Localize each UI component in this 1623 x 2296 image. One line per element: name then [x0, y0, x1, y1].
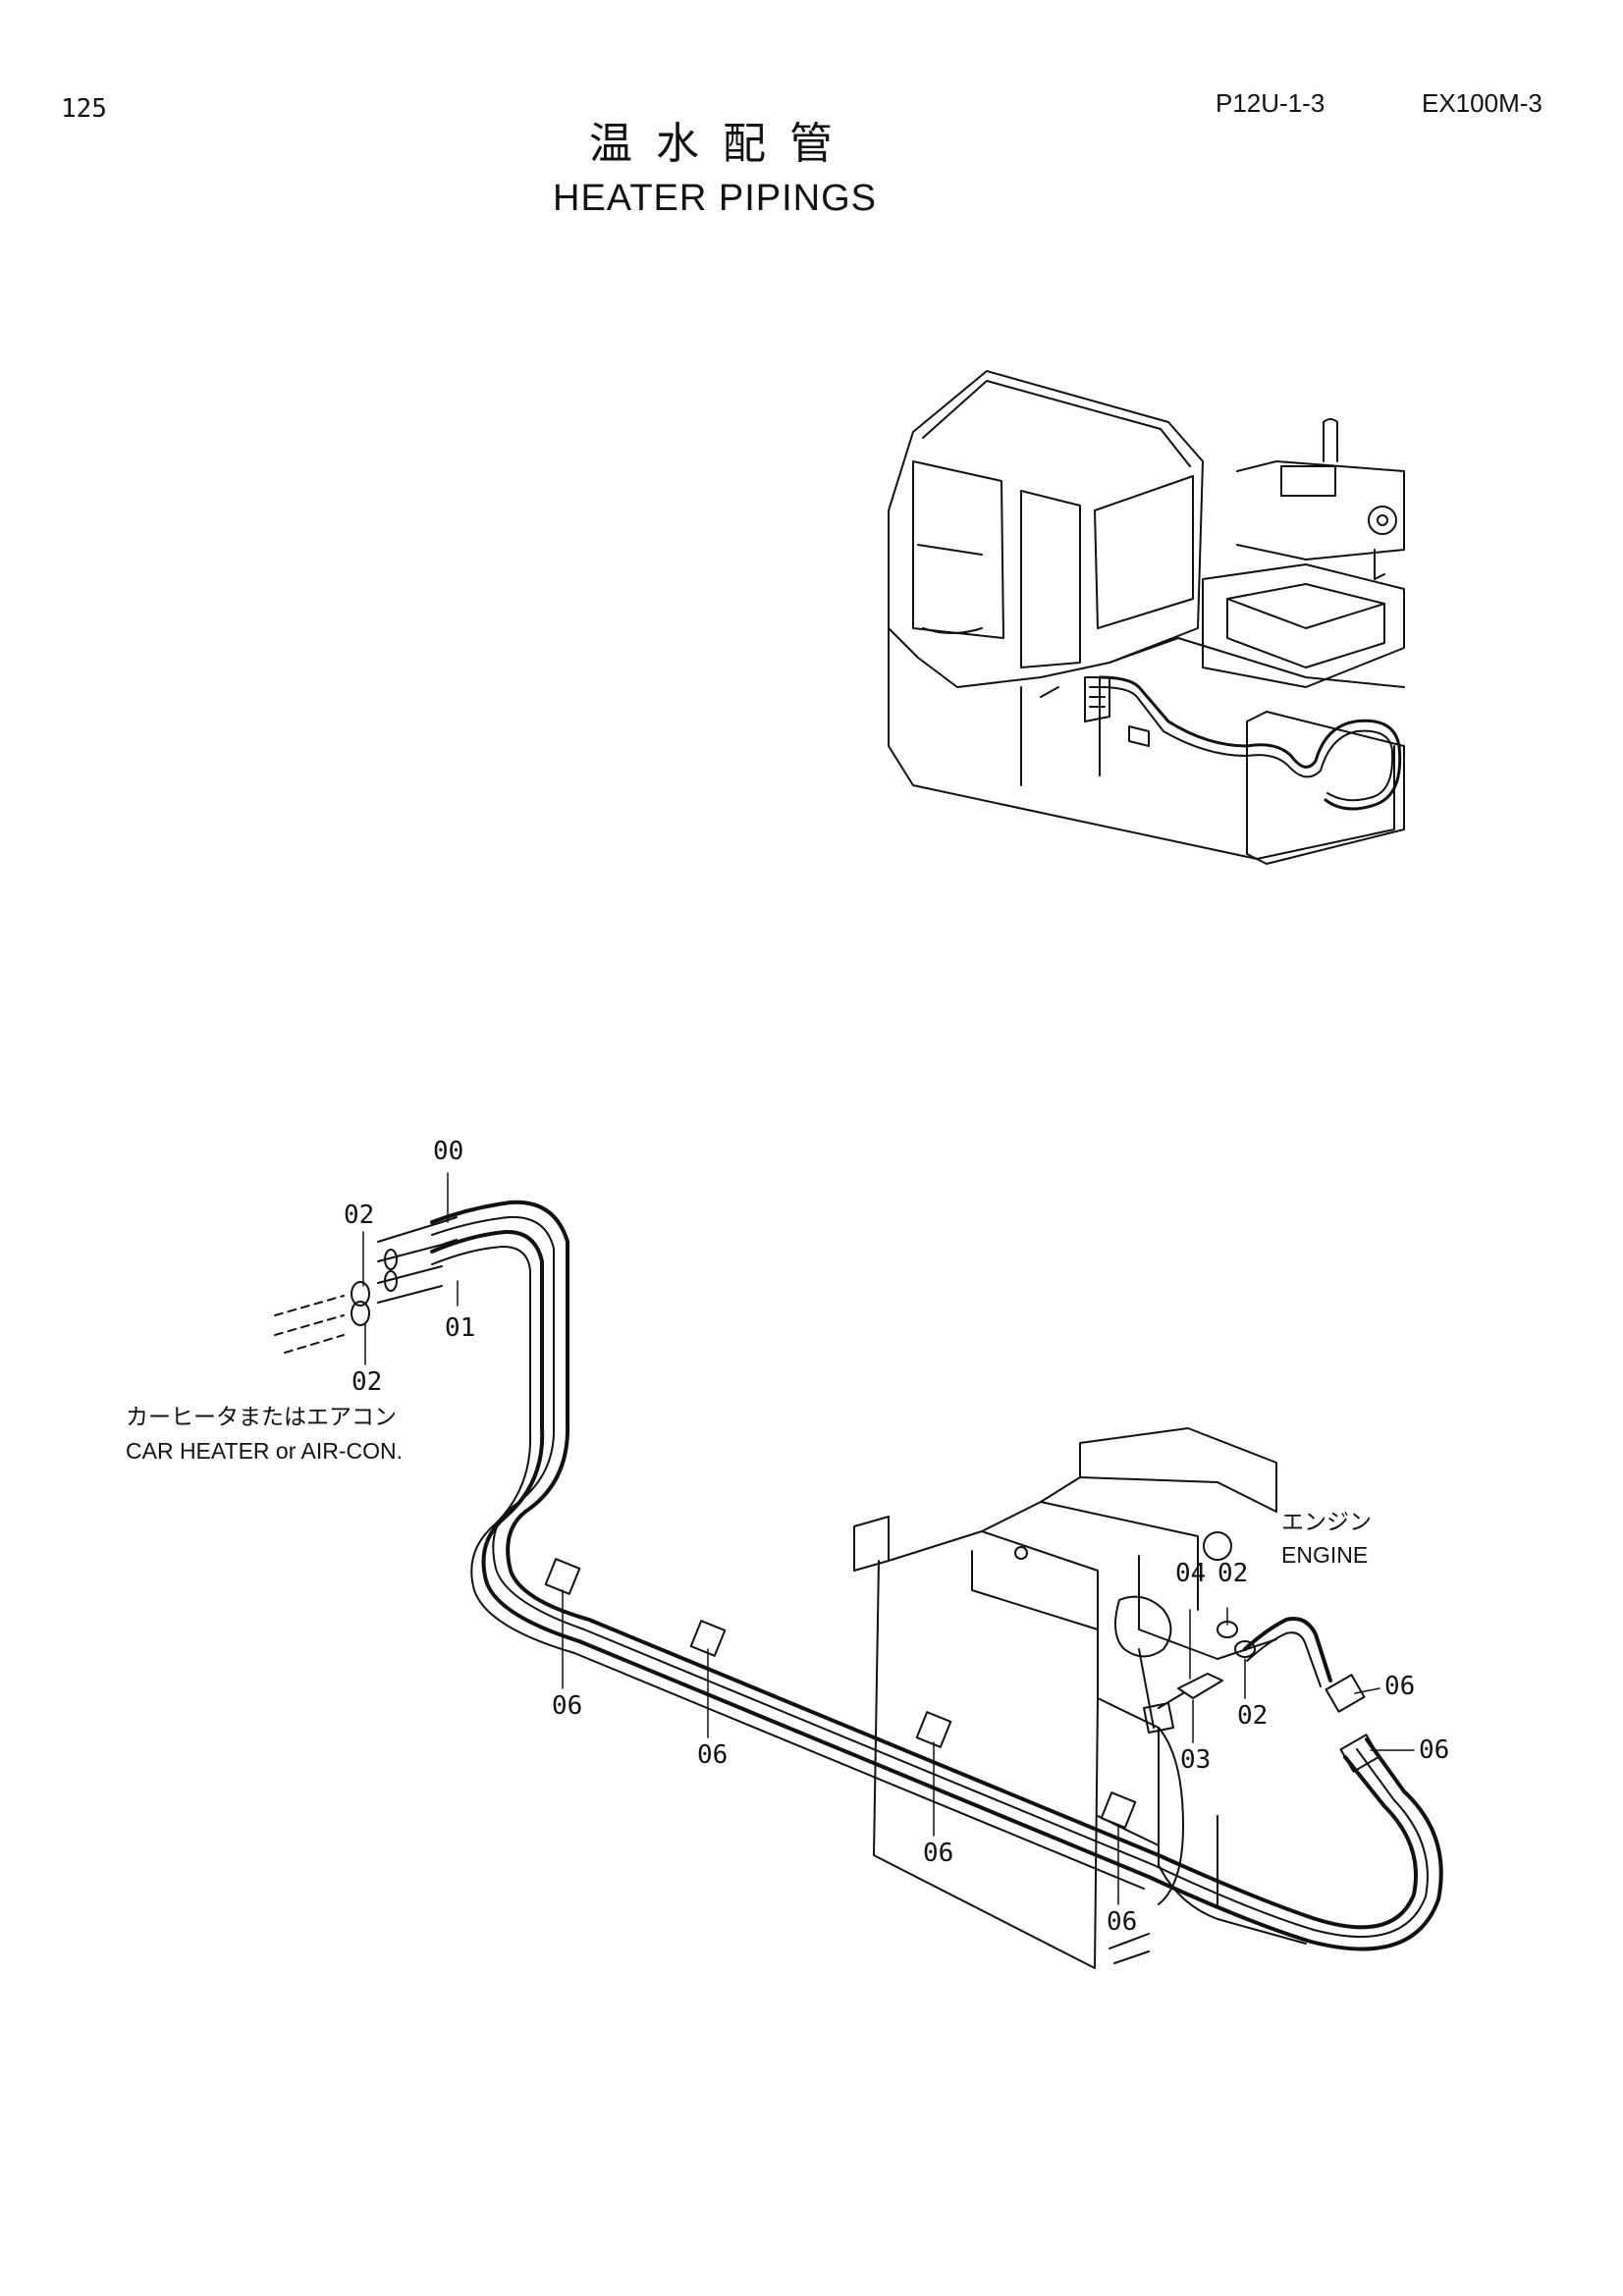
callout-06-c: 06 — [923, 1839, 954, 1868]
callout-02-bottom: 02 — [352, 1367, 383, 1397]
callout-00: 00 — [433, 1137, 464, 1166]
heater-label-japanese: カーヒータまたはエアコン — [126, 1405, 397, 1430]
heater-piping-detail-drawing — [274, 1200, 1443, 1969]
leader-lines — [362, 1172, 1415, 1905]
callout-02-top: 02 — [344, 1201, 375, 1230]
callout-06-b: 06 — [697, 1740, 729, 1770]
page-number: 125 — [61, 94, 107, 124]
callout-03: 03 — [1180, 1745, 1212, 1775]
engine-label-japanese: エンジン — [1281, 1510, 1372, 1535]
callout-06-d: 06 — [1107, 1907, 1138, 1937]
callout-04: 04 — [1175, 1559, 1207, 1588]
document-code: P12U-1-3 — [1216, 88, 1325, 118]
callout-06-e: 06 — [1384, 1672, 1416, 1701]
callout-06-f: 06 — [1419, 1735, 1450, 1765]
engine-label: ENGINE — [1281, 1542, 1369, 1568]
callout-06-a: 06 — [552, 1691, 583, 1721]
callout-02-engine-bottom: 02 — [1237, 1701, 1269, 1731]
callout-01: 01 — [445, 1313, 476, 1343]
excavator-overview-illustration — [888, 370, 1405, 865]
page-title: HEATER PIPINGS — [553, 178, 878, 219]
heater-label: CAR HEATER or AIR-CON. — [126, 1438, 403, 1464]
model-number: EX100M-3 — [1422, 88, 1542, 118]
callout-02-engine-top: 02 — [1217, 1559, 1249, 1588]
title-japanese: 温水配管 — [589, 119, 856, 169]
